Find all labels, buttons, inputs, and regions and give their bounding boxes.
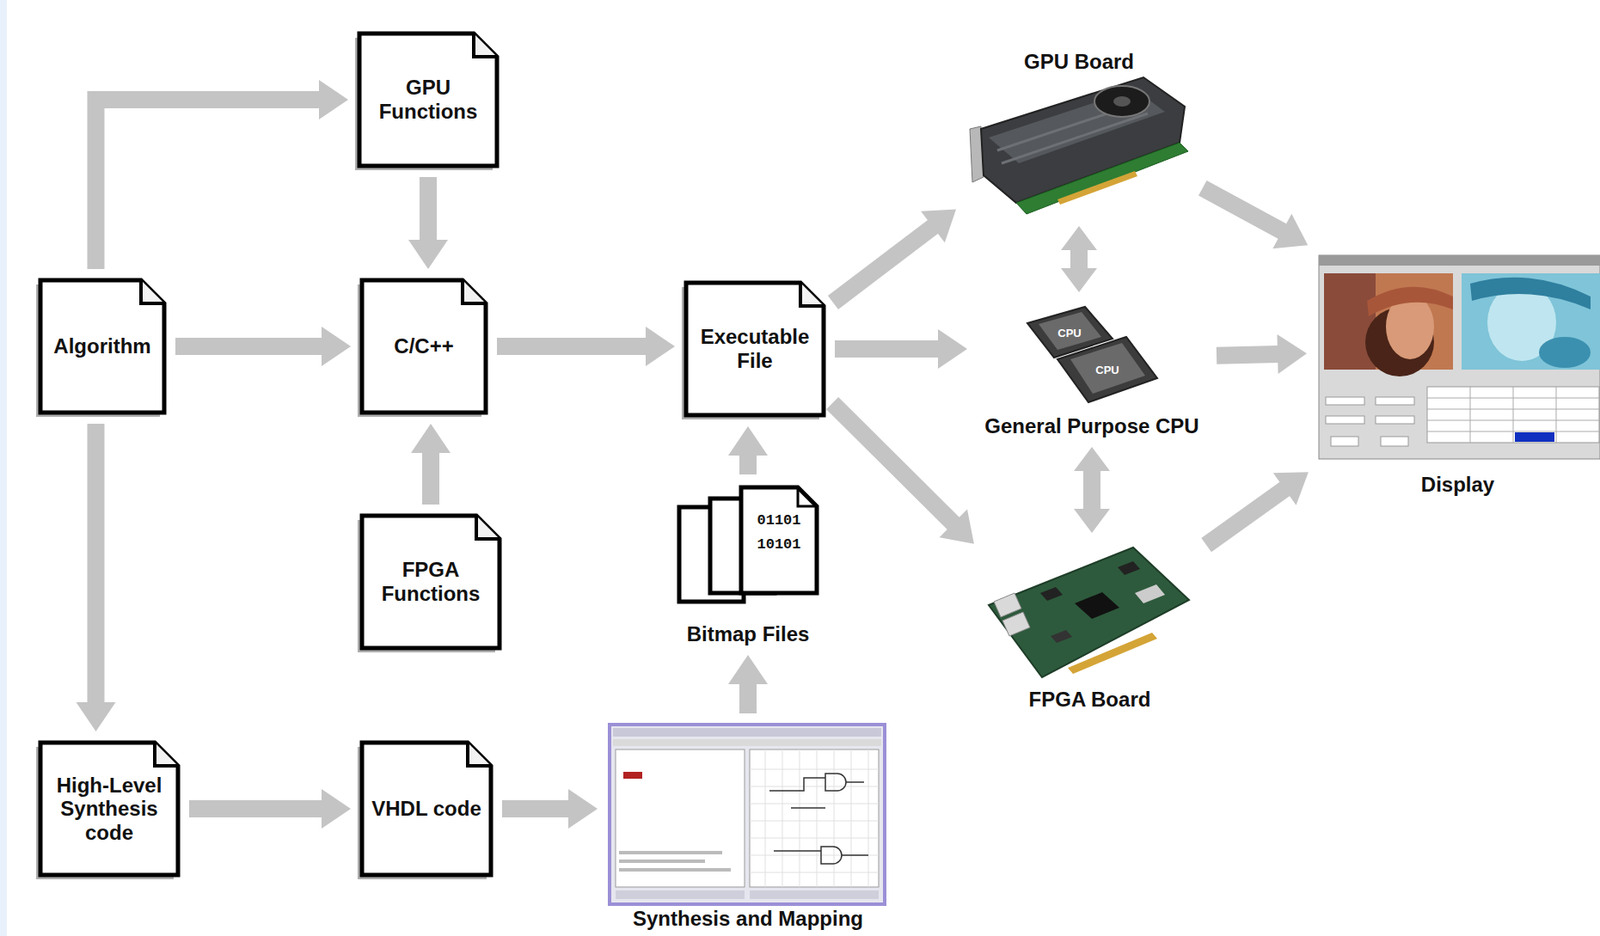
document-box: Algorithm (37, 277, 167, 416)
chip-label: CPU (1095, 363, 1119, 377)
flow-arrow (833, 208, 957, 303)
document-box: High-Level Synthesis code (37, 740, 181, 878)
node-label: Bitmap Files (686, 622, 810, 647)
flow-arrow (1216, 334, 1307, 374)
node-label: High-Level Synthesis code (42, 773, 176, 846)
flow-arrow (189, 789, 351, 829)
flow-arrow (1206, 472, 1309, 546)
document-box: FPGA Functions (359, 513, 503, 651)
binary-text: 10101 (756, 536, 801, 553)
flow-arrow (832, 403, 975, 545)
binary-text: 01101 (756, 512, 801, 529)
node-label: FPGA Board (1029, 687, 1152, 712)
bitmap-file-icons (679, 487, 817, 602)
display: Display (1315, 249, 1600, 497)
flow-arrow (728, 426, 768, 475)
node-label: Algorithm (48, 334, 156, 359)
flow-arrow (408, 177, 448, 270)
node-label: GPU Board (1023, 49, 1135, 74)
document-box: VHDL code (359, 740, 494, 878)
flow-arrow (1060, 226, 1098, 293)
gpu-board-picture (969, 77, 1189, 215)
fpga-board-picture (988, 547, 1190, 678)
cpu-picture (1027, 306, 1158, 403)
flow-arrow (834, 329, 968, 369)
node-label: C/C++ (388, 334, 459, 359)
document-box: GPU Functions (356, 30, 500, 169)
flow-arrow (496, 326, 675, 367)
flow-arrow (76, 423, 117, 732)
node-label: VHDL code (366, 796, 487, 822)
fpga-board: FPGA Board (980, 541, 1200, 712)
node-label: Display (1421, 472, 1495, 497)
flow-arrow (502, 789, 598, 829)
cpu: General Purpose CPU (975, 300, 1208, 439)
node-label: Synthesis and Mapping (632, 907, 864, 932)
flow-arrow (1073, 447, 1110, 534)
node-label: General Purpose CPU (984, 414, 1199, 439)
document-box: C/C++ (359, 277, 489, 416)
flow-arrow (728, 655, 768, 714)
node-label: FPGA Functions (364, 557, 497, 606)
synthesis-tool-screenshot (609, 724, 885, 905)
flow-arrow (1202, 188, 1308, 249)
bitmap-files: Bitmap Files (670, 483, 826, 647)
chip-label: CPU (1057, 326, 1081, 340)
flow-arrow (410, 423, 451, 505)
flow-arrow (96, 79, 350, 270)
edge-strip (0, 0, 7, 936)
node-label: GPU Functions (361, 75, 495, 123)
gpu-board: GPU Board (962, 49, 1196, 218)
synthesis-tool: Synthesis and Mapping (606, 722, 890, 932)
document-box: Executable File (683, 280, 827, 418)
display-screenshot (1318, 255, 1600, 460)
node-label: Executable File (688, 324, 822, 373)
flow-arrow (175, 326, 351, 367)
